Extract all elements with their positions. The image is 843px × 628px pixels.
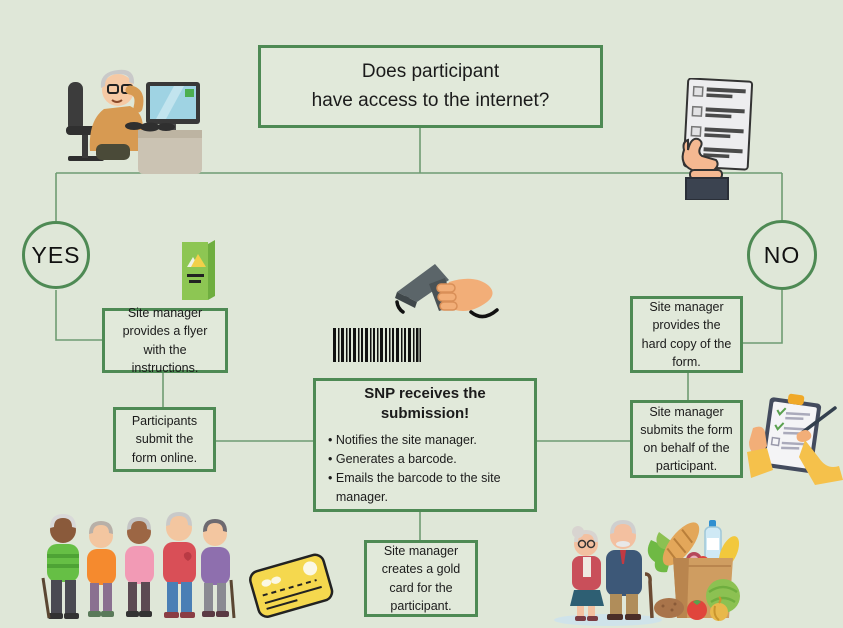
no-node: NO — [747, 220, 817, 290]
elderly-couple-illustration — [554, 520, 662, 626]
snp-receives-box: SNP receives the submission! Notifies th… — [313, 378, 537, 512]
flyer-icon — [182, 240, 215, 300]
question-box: Does participant have access to the inte… — [258, 45, 603, 128]
question-line-1: Does participant — [361, 61, 500, 82]
gold-card-icon — [249, 553, 334, 618]
submit-online-box: Participants submit the form online. — [113, 407, 216, 472]
snp-bullet-2: Generates a barcode. — [328, 450, 522, 469]
gold-card-box: Site manager creates a gold card for the… — [364, 540, 478, 617]
hand-holding-form-illustration — [681, 78, 754, 200]
senior-at-computer-illustration — [66, 69, 202, 174]
yes-node: YES — [22, 221, 90, 289]
grocery-bag-illustration — [647, 520, 740, 621]
seniors-group-illustration — [41, 512, 236, 619]
snp-bullet-3: Emails the barcode to the site manager. — [328, 469, 522, 507]
barcode-scanner-icon — [395, 264, 499, 319]
flyer-instructions-box: Site manager provides a flyer with the i… — [102, 306, 228, 375]
snp-title: SNP receives the submission! — [364, 384, 486, 422]
submit-on-behalf-box: Site manager submits the form on behalf … — [630, 400, 743, 478]
snp-bullet-1: Notifies the site manager. — [328, 431, 522, 450]
barcode-icon — [333, 328, 421, 362]
clipboard-hands-illustration — [747, 393, 843, 485]
question-line-2: have access to the internet? — [311, 89, 550, 111]
hard-copy-box: Site manager provides the hard copy of t… — [630, 296, 743, 373]
